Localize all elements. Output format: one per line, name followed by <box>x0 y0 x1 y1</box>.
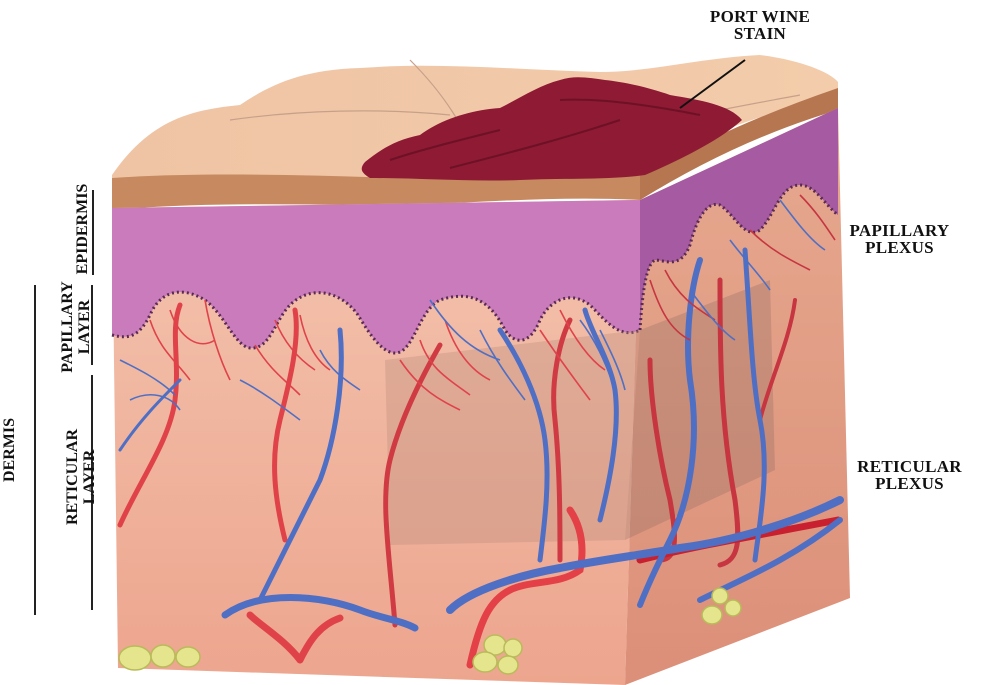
label-epidermis: EPIDERMIS <box>74 169 94 289</box>
fat-cells-left <box>119 645 200 670</box>
label-reticular-layer-line2: LAYER <box>81 417 98 537</box>
label-dermis: DERMIS <box>1 405 21 495</box>
label-papillary-plexus: PAPILLARY PLEXUS <box>832 222 967 256</box>
label-papillary-layer-line1: PAPILLARY <box>59 277 76 377</box>
label-port-wine-stain-line1: PORT WINE <box>700 8 820 25</box>
label-reticular-layer-line1: RETICULAR <box>64 417 81 537</box>
label-reticular-plexus-line1: RETICULAR <box>842 458 977 475</box>
label-papillary-layer-line2: LAYER <box>76 277 93 377</box>
label-papillary-plexus-line2: PLEXUS <box>832 239 967 256</box>
label-papillary-plexus-line1: PAPILLARY <box>832 222 967 239</box>
label-reticular-plexus: RETICULAR PLEXUS <box>842 458 977 492</box>
label-reticular-layer: RETICULAR LAYER <box>64 417 100 537</box>
label-reticular-plexus-line2: PLEXUS <box>842 475 977 492</box>
label-papillary-layer: PAPILLARY LAYER <box>59 277 95 377</box>
label-port-wine-stain: PORT WINE STAIN <box>700 8 820 42</box>
label-port-wine-stain-line2: STAIN <box>700 25 820 42</box>
